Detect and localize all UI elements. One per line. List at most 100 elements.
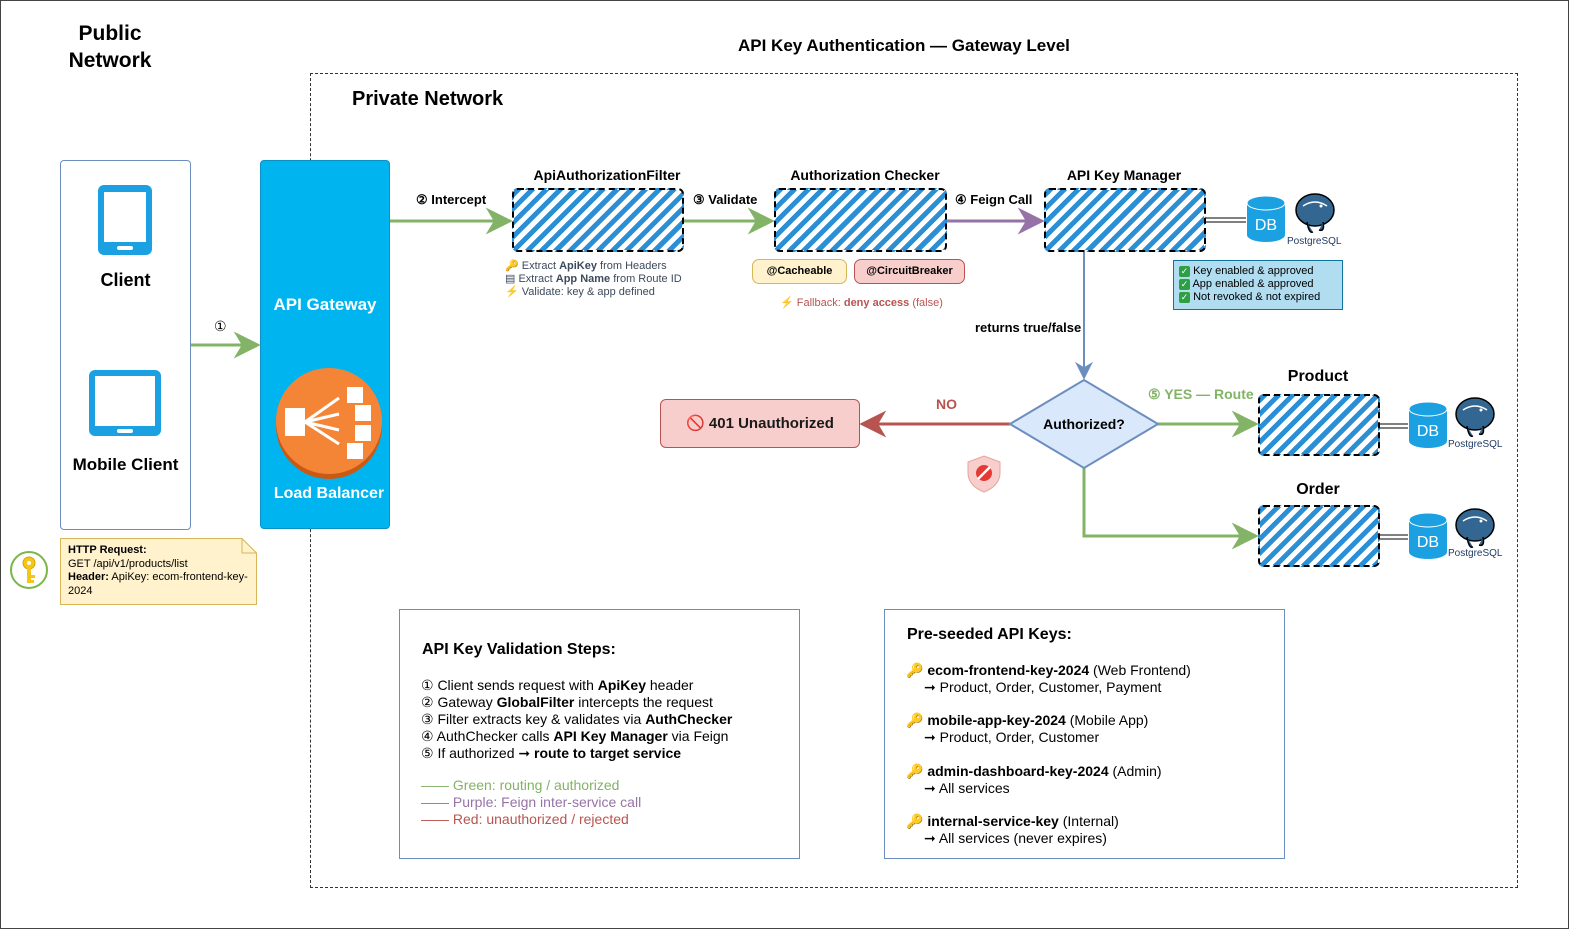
public-network-line2: Network <box>68 49 152 72</box>
key-entry: 🔑 admin-dashboard-key-2024 (Admin) ➞ All… <box>906 763 1162 797</box>
unauthorized-box: 🚫 401 Unauthorized <box>660 399 860 448</box>
step-text: ② Gateway <box>421 694 497 710</box>
validation-step: ② Gateway GlobalFilter intercepts the re… <box>421 694 732 711</box>
fallback-post: (false) <box>909 297 943 309</box>
step-text: ③ Filter extracts key & validates via <box>421 711 646 727</box>
validation-step: ③ Filter extracts key & validates via Au… <box>421 711 732 728</box>
filter-note-1-post: from Headers <box>596 260 667 272</box>
private-network-label: Private Network <box>352 88 504 110</box>
fallback-bold: deny access <box>843 297 910 309</box>
step-bold: API Key Manager <box>553 728 668 744</box>
api-keys-panel: Pre-seeded API Keys: 🔑 ecom-frontend-key… <box>884 609 1285 859</box>
key-name: mobile-app-key-2024 <box>927 712 1066 728</box>
manager-title: API Key Manager <box>1066 167 1182 183</box>
key-scope: ➞ Product, Order, Customer <box>924 729 1100 745</box>
filter-note-2-bold: App Name <box>555 273 611 285</box>
step-text: ④ AuthChecker calls <box>421 728 554 744</box>
no-label: NO <box>936 396 957 412</box>
key-entry: 🔑 ecom-frontend-key-2024 (Web Frontend) … <box>906 662 1191 696</box>
decision-label: Authorized? <box>1043 416 1125 432</box>
product-title: Product <box>1287 368 1349 385</box>
product-service[interactable] <box>1258 394 1380 456</box>
step-text: header <box>645 677 694 693</box>
checker-title: Authorization Checker <box>790 167 940 183</box>
step-4-label: ④ Feign Call <box>955 192 1033 207</box>
check-1: Key enabled & approved <box>1193 265 1314 277</box>
api-authorization-filter[interactable] <box>512 188 684 252</box>
client-label: Client <box>100 270 151 290</box>
filter-note-1-pre: Extract <box>521 260 560 272</box>
key-tag: (Mobile App) <box>1065 712 1149 728</box>
db-label: DB <box>1255 217 1277 234</box>
key-small-icon: 🔑 <box>906 813 924 829</box>
validation-step-list: ① Client sends request with ApiKey heade… <box>421 677 732 762</box>
arrow-decision-to-order <box>1082 468 1259 550</box>
key-name: ecom-frontend-key-2024 <box>927 662 1090 678</box>
order-service[interactable] <box>1258 505 1380 567</box>
load-balancer-icon <box>276 368 382 479</box>
step-bold: ApiKey <box>597 677 646 693</box>
document-small-icon: ▤ <box>505 273 516 285</box>
legend-purple-label: Purple: Feign inter-service call <box>452 794 642 810</box>
validation-panel-title: API Key Validation Steps: <box>422 641 616 658</box>
filter-note-3: Validate: key & app defined <box>521 286 655 298</box>
legend-green-label: Green: routing / authorized <box>452 777 620 793</box>
key-scope: ➞ All services (never expires) <box>924 830 1107 846</box>
keys-panel-title: Pre-seeded API Keys: <box>907 626 1072 643</box>
request-note-label: HTTP Request: <box>68 544 147 556</box>
filter-note-2-pre: Extract <box>518 273 556 285</box>
validation-step: ⑤ If authorized ➞ route to target servic… <box>421 745 732 762</box>
api-key-manager[interactable] <box>1044 188 1206 252</box>
manager-checks: ✓ Key enabled & approved ✓ App enabled &… <box>1173 260 1343 310</box>
step-text: via Feign <box>667 728 729 744</box>
db-label: DB <box>1417 534 1439 551</box>
circuit-breaker-tag: @CircuitBreaker <box>854 259 965 284</box>
cacheable-tag: @Cacheable <box>752 259 847 284</box>
api-gateway-label: API Gateway <box>273 295 377 314</box>
request-note-header-value-cont: 2024 <box>68 584 93 597</box>
db-label: DB <box>1417 423 1439 440</box>
tablet-landscape-icon <box>89 370 161 436</box>
validation-step: ① Client sends request with ApiKey heade… <box>421 677 732 694</box>
key-scope: ➞ Product, Order, Customer, Payment <box>924 679 1162 695</box>
check-2: App enabled & approved <box>1192 278 1314 290</box>
postgresql-elephant-icon <box>1455 508 1495 549</box>
unauthorized-label: 401 Unauthorized <box>708 415 834 432</box>
request-note-shape <box>60 538 257 605</box>
step-bold: route to target service <box>534 745 682 761</box>
clients-group <box>60 160 191 530</box>
database-icon: DB <box>1246 195 1286 242</box>
key-icon <box>10 551 48 589</box>
authorization-checker[interactable] <box>774 188 947 252</box>
mobile-client-label: Mobile Client <box>72 455 179 474</box>
public-network-line1: Public <box>78 22 142 45</box>
fallback-pre: Fallback: <box>796 297 844 309</box>
shield-block-icon <box>967 455 1001 493</box>
postgresql-elephant-icon <box>1295 193 1335 234</box>
check-icon: ✓ <box>1179 292 1190 303</box>
request-note-endpoint: GET /api/v1/products/list <box>68 557 188 570</box>
lightning-small-icon: ⚡ <box>505 286 519 298</box>
diagram-title: API Key Authentication — Gateway Level <box>738 36 1070 55</box>
postgresql-label: PostgreSQL <box>1448 439 1503 450</box>
returns-label: returns true/false <box>975 320 1082 335</box>
legend: —— Green: routing / authorized —— Purple… <box>421 777 641 828</box>
postgresql-elephant-icon <box>1455 397 1495 438</box>
prohibited-icon: 🚫 <box>686 415 705 432</box>
database-icon: DB <box>1408 512 1448 559</box>
legend-red: —— Red: unauthorized / rejected <box>421 811 629 827</box>
key-entry: 🔑 mobile-app-key-2024 (Mobile App) ➞ Pro… <box>906 712 1148 746</box>
filter-note-1-bold: ApiKey <box>559 260 597 272</box>
key-small-icon: 🔑 <box>906 712 924 728</box>
filter-notes: 🔑 Extract ApiKey from Headers ▤ Extract … <box>505 260 682 299</box>
load-balancer-label: Load Balancer <box>273 485 385 502</box>
step-text: ⑤ If authorized ➞ <box>421 745 534 761</box>
fallback-note: ⚡ Fallback: deny access (false) <box>780 296 943 309</box>
step-text: intercepts the request <box>574 694 713 710</box>
check-3: Not revoked & not expired <box>1193 291 1321 303</box>
validation-step: ④ AuthChecker calls API Key Manager via … <box>421 728 732 745</box>
legend-purple: —— Purple: Feign inter-service call <box>421 794 642 810</box>
key-tag: (Web Frontend) <box>1089 662 1191 678</box>
